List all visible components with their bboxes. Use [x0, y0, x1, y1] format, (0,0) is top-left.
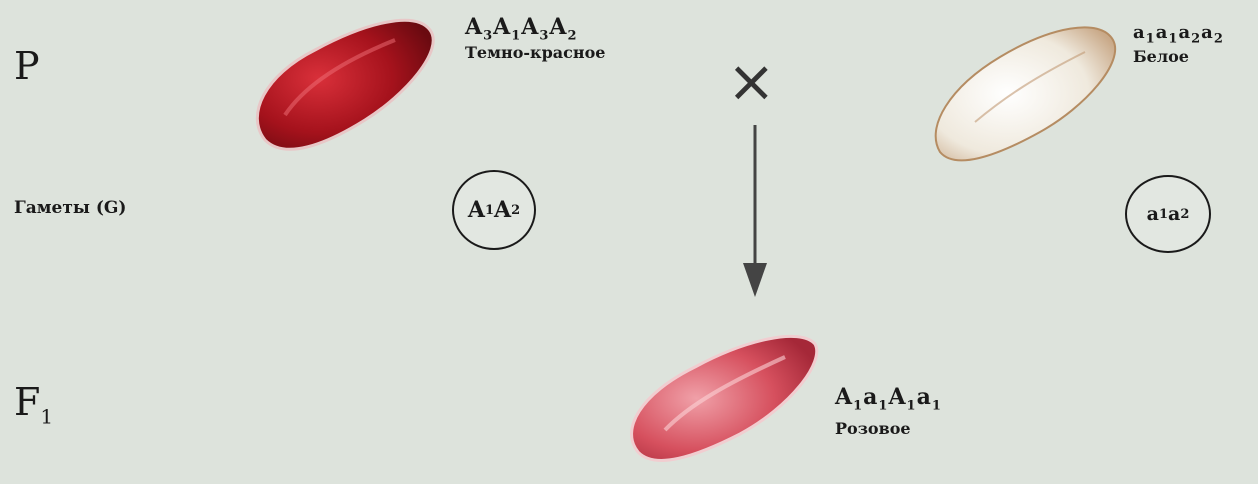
allele-index: 1: [907, 398, 917, 413]
allele-index: 2: [567, 28, 577, 43]
allele: A: [888, 384, 906, 410]
allele: a: [1147, 203, 1159, 225]
allele-index: 1: [1146, 32, 1156, 47]
allele: a: [1168, 203, 1180, 225]
allele: a: [1156, 22, 1169, 43]
allele-index: 1: [853, 398, 863, 413]
gametes-label: Гаметы (G): [14, 198, 126, 218]
allele: A: [521, 14, 539, 40]
parent-red-genotype: A3A1A3A2: [465, 16, 578, 42]
allele-index: 2: [1180, 207, 1189, 222]
allele: A: [494, 197, 511, 223]
offspring-phenotype: Розовое: [835, 420, 911, 438]
allele: A: [835, 384, 853, 410]
allele-index: 1: [932, 398, 942, 413]
pink-seed-image: [620, 322, 825, 472]
allele: a: [1133, 22, 1146, 43]
white-seed-image: [925, 12, 1125, 172]
allele-index: 1: [878, 398, 888, 413]
allele-index: 3: [539, 28, 549, 43]
allele: A: [465, 14, 483, 40]
offspring-genotype: A1a1A1a1: [835, 386, 942, 412]
allele-index: 2: [1214, 32, 1224, 47]
allele: A: [468, 197, 485, 223]
parent-white-genotype: a1a1a2a2: [1133, 24, 1224, 46]
cross-symbol: ×: [727, 52, 776, 110]
allele-index: 2: [1191, 32, 1201, 47]
allele: a: [863, 384, 878, 410]
allele: a: [917, 384, 932, 410]
allele-index: 1: [511, 28, 521, 43]
down-arrow-icon: [735, 125, 775, 300]
allele-index: 1: [1168, 32, 1178, 47]
f1-generation-label: F1: [14, 380, 53, 429]
allele-index: 2: [511, 203, 520, 218]
allele-index: 1: [485, 203, 494, 218]
allele-index: 1: [1159, 207, 1168, 222]
allele-index: 3: [483, 28, 493, 43]
f1-subscript: 1: [40, 405, 53, 429]
parent-white-phenotype: Белое: [1133, 48, 1189, 66]
parent-red-phenotype: Темно-красное: [465, 44, 605, 62]
parents-generation-label: P: [14, 44, 40, 88]
allele: A: [549, 14, 567, 40]
allele: a: [1178, 22, 1191, 43]
f1-letter: F: [14, 380, 40, 424]
allele: A: [493, 14, 511, 40]
dark-red-seed-image: [245, 5, 445, 165]
allele: a: [1201, 22, 1214, 43]
